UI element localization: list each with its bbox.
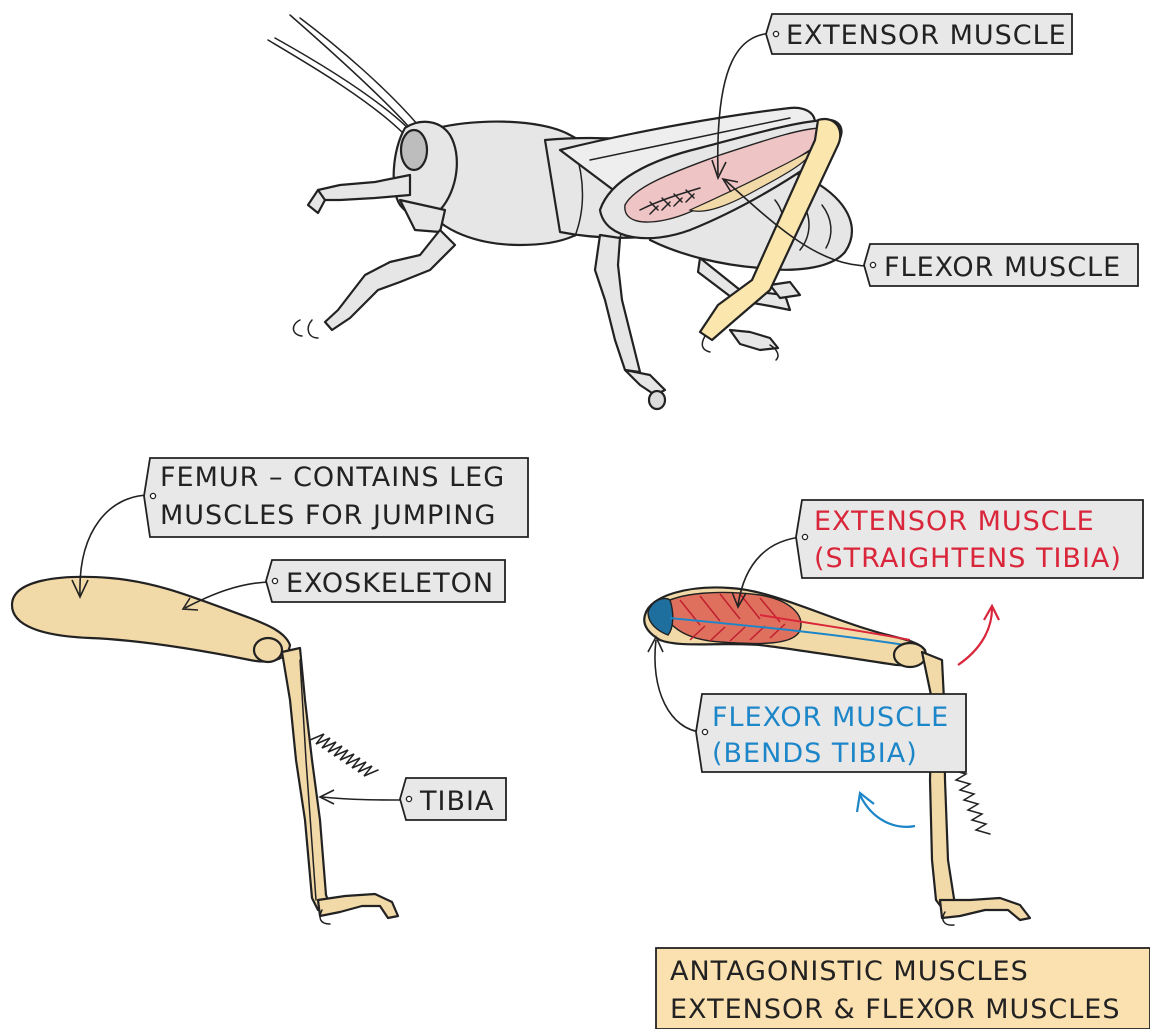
exoskeleton-text: EXOSKELETON <box>286 568 494 599</box>
caption-box: ANTAGONISTIC MUSCLES EXTENSOR & FLEXOR M… <box>656 948 1150 1029</box>
label-extensor-top: EXTENSOR MUSCLE <box>766 14 1072 54</box>
extensor-right-text-line1: EXTENSOR MUSCLE <box>814 506 1095 537</box>
flexor-right-text-line1: FLEXOR MUSCLE <box>712 702 949 733</box>
caption-line2: EXTENSOR & FLEXOR MUSCLES <box>670 994 1121 1025</box>
label-flexor-right: FLEXOR MUSCLE (BENDS TIBIA) <box>696 694 966 772</box>
label-extensor-right: EXTENSOR MUSCLE (STRAIGHTENS TIBIA) <box>796 500 1143 578</box>
label-femur: FEMUR – CONTAINS LEG MUSCLES FOR JUMPING <box>144 458 528 537</box>
tibia-text: TIBIA <box>419 786 494 817</box>
flexor-top-text: FLEXOR MUSCLE <box>884 252 1121 283</box>
label-flexor-top: FLEXOR MUSCLE <box>864 244 1138 286</box>
label-tibia: TIBIA <box>400 778 506 820</box>
caption-line1: ANTAGONISTIC MUSCLES <box>670 956 1029 987</box>
jumping-leg-illustration <box>12 577 398 924</box>
extensor-right-text-line2: (STRAIGHTENS TIBIA) <box>814 543 1122 574</box>
label-exoskeleton: EXOSKELETON <box>266 560 505 602</box>
femur-text-line2: MUSCLES FOR JUMPING <box>160 500 496 531</box>
flexor-right-text-line2: (BENDS TIBIA) <box>712 738 918 769</box>
grasshopper-illustration <box>268 15 852 409</box>
femur-text-line1: FEMUR – CONTAINS LEG <box>160 462 505 493</box>
extensor-top-text: EXTENSOR MUSCLE <box>786 20 1067 51</box>
